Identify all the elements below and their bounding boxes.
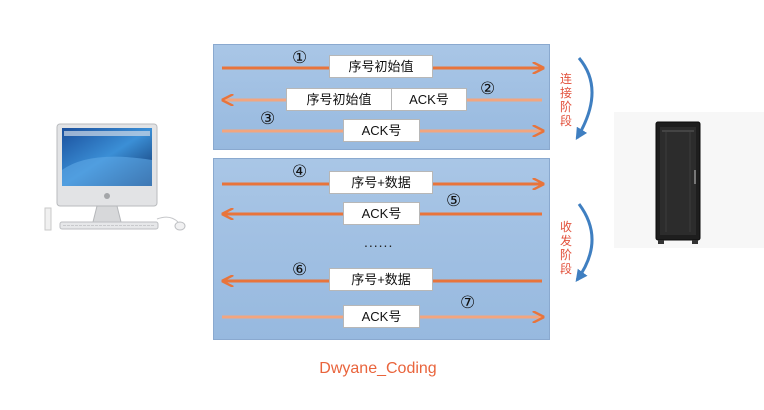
step2-number: ② [480,79,496,99]
watermark-text: Dwyane_Coding [319,360,437,377]
step1-label: 序号初始值 [329,55,433,78]
step2-label-ack: ACK号 [391,88,467,111]
step4-label: 序号+数据 [329,171,433,194]
step5-number: ⑤ [446,191,462,211]
step3-label: ACK号 [343,119,420,142]
step7-number: ⑦ [460,293,476,313]
step2-label-seq: 序号初始值 [286,88,392,111]
step5-label: ACK号 [343,202,420,225]
step6-label: 序号+数据 [329,268,433,291]
step1-number: ① [292,48,308,68]
transfer-phase-curve [575,203,594,282]
connect-phase-curve [575,57,594,141]
transfer-phase-text: 收发阶段 [559,220,572,276]
step6-number: ⑥ [292,260,308,280]
ellipsis: ...... [364,234,394,250]
step3-number: ③ [260,109,276,129]
step4-number: ④ [292,162,308,182]
step7-label: ACK号 [343,305,420,328]
connect-phase-text: 连接阶段 [559,72,572,128]
